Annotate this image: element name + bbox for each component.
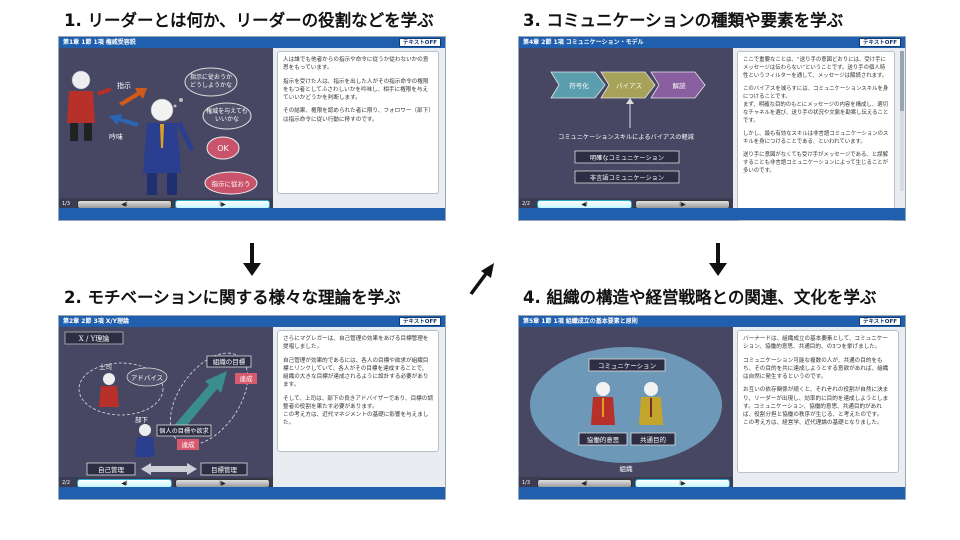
text-off-button[interactable]: テキストOFF [858, 38, 901, 47]
kyoutsuu-label: 共通目的 [640, 435, 667, 444]
xy-theory-illustration: X / Y理論 上司 アドバイス 組織の目標 達成 部下 個人の目標や欲求 達成 [64, 331, 257, 476]
slide-panel-leadership: 第1章 1節 1項 権威受容説 テキストOFF 指示 吟味 [58, 36, 446, 221]
slide-textbox: 人は誰でも他者からの指示や命令に従うか従わないかの意思をもっています。 指示を受… [277, 51, 439, 194]
joshi-label: 上司 [99, 362, 112, 371]
advice-label: アドバイス [131, 374, 163, 382]
slide-header [59, 316, 445, 327]
text-paragraph: 送り手に意図がなくても受け手がメッセージである、と誤解することも非言語コミュニケ… [743, 152, 889, 174]
slide-scene: コミュニケーション 協働的意思 共通目的 組織 [519, 327, 733, 488]
xy-theory-label: X / Y理論 [79, 334, 109, 343]
bubble-will-follow: 指示に従おう [212, 179, 251, 188]
slide-textbox: バーナードは、組織成立の基本要素として、コミュニケーション、協働的意思、共通目的… [737, 330, 899, 473]
slide-textbox: さらにマグレガーは、自己管理の効果をあげる目標管理を提唱しました。 自己管理が効… [277, 330, 439, 452]
comm-label: コミュニケーション [598, 362, 656, 370]
bubble-follow-or-not: 指示に従おうかどうしようかな [190, 73, 232, 89]
mokuhyo-kanri-label: 目標管理 [211, 465, 238, 474]
text-paragraph: 人は誰でも他者からの指示や命令に従うか従わないかの意思をもっています。 [283, 57, 429, 72]
slide-footer [59, 487, 445, 499]
slide-title: 第5章 1節 1項 組織成立の基本要素と原則 [523, 318, 638, 325]
bubble-grant-authority: 権威を与えてもいいかな [206, 107, 247, 123]
text-paragraph: 指示を受けた人は、指示を出した人がその指示命令の権限をもつ者としてふさわしいかを… [283, 78, 429, 102]
text-paragraph: しかし、最も有効なスキルは非言語コミュニケーションのスキルを身につけることである… [743, 131, 889, 145]
page-indicator: 2/2 [62, 480, 71, 486]
text-paragraph: ここで重要なことは、“送り手の意図どおりには、受け手にメッセージは伝わらない”と… [743, 57, 888, 79]
slide-footer [519, 208, 905, 220]
slide-scene: X / Y理論 上司 アドバイス 組織の目標 達成 部下 個人の目標や欲求 達成 [59, 327, 273, 488]
arrow-down-icon [709, 243, 727, 276]
slide-title: 第4章 2節 1項 コミュニケーション・モデル [523, 39, 644, 46]
text-off-button[interactable]: テキストOFF [858, 317, 901, 326]
communication-model-illustration: 符号化 バイアス 解読 コミュニケーションスキルによるバイアスの軽減 明確なコミ… [550, 71, 706, 184]
organization-illustration: コミュニケーション 協働的意思 共通目的 組織 [530, 347, 722, 473]
jiko-kanri-label: 自己管理 [98, 465, 125, 474]
slide-panel-communication: 第4章 2節 1項 コミュニケーション・モデル テキストOFF 符号化 バイアス… [518, 36, 906, 221]
page-indicator: 1/3 [62, 201, 71, 207]
slide-title: 第1章 1節 1項 権威受容説 [63, 39, 136, 46]
tassei-label: 達成 [182, 440, 196, 449]
kojin-goal-label: 個人の目標や欲求 [159, 427, 209, 435]
page-indicator: 2/2 [522, 201, 531, 207]
soshiki-label: 組織 [620, 464, 634, 473]
page-indicator: 1/3 [522, 480, 531, 486]
buka-label: 部下 [135, 415, 149, 424]
text-paragraph: お互いの依存関係が続くと、それぞれの役割が自然に決まり、リーダーが出現し、効率的… [743, 387, 889, 427]
ginmi-label: 吟味 [109, 132, 123, 141]
slide-header [519, 316, 905, 327]
bias-reduction-label: コミュニケーションスキルによるバイアスの軽減 [558, 133, 695, 141]
bias-label: バイアス [616, 82, 642, 90]
text-paragraph: さらにマグレガーは、自己管理の効果をあげる目標管理を提唱しました。 [283, 336, 429, 351]
slide-footer [59, 208, 445, 220]
kaidoku-label: 解読 [673, 81, 687, 90]
slide-panel-organization: 第5章 1節 1項 組織成立の基本要素と原則 テキストOFF コミュニケーション… [518, 315, 906, 500]
slide-textbox: ここで重要なことは、“送り手の意図どおりには、受け手にメッセージは伝わらない”と… [737, 51, 895, 221]
meikaku-comm-label: 明確なコミュニケーション [590, 154, 664, 162]
heading-leadership: 1. リーダーとは何か、リーダーの役割などを学ぶ [64, 11, 434, 30]
scrollbar-thumb[interactable] [900, 51, 904, 111]
fugouka-label: 符号化 [569, 81, 589, 90]
slide-footer [519, 487, 905, 499]
arrow-down-icon [243, 243, 261, 276]
text-paragraph: バーナードは、組織成立の基本要素として、コミュニケーション、協働的意思、共通目的… [743, 336, 888, 351]
text-paragraph: コミュニケーション可能な複数の人が、共通の目的をもち、その目的を共に達成しようと… [743, 357, 889, 381]
shiji-label: 指示 [117, 81, 131, 90]
text-paragraph: このバイアスを減らすには、コミュニケーションスキルを身につけることです。 まず、… [743, 86, 889, 124]
leadership-illustration: 指示 吟味 指示に従おうかどうしようかな 権威を与えてもいいかな OK [67, 67, 258, 195]
slide-scene: 指示 吟味 指示に従おうかどうしようかな 権威を与えてもいいかな OK [59, 48, 273, 209]
text-off-button[interactable]: テキストOFF [398, 317, 441, 326]
slide-panel-motivation: 第2章 2節 3項 X/Y理論 テキストOFF X / Y理論 上司 アドバイス… [58, 315, 446, 500]
slide-title: 第2章 2節 3項 X/Y理論 [63, 318, 129, 325]
kyoudou-label: 協働的意思 [587, 435, 620, 444]
text-paragraph: その結果、権限を認められた者に限り、フォロワー（部下）は指示命令に従い行動に移す… [283, 108, 432, 123]
heading-communication: 3. コミュニケーションの種類や要素を学ぶ [523, 11, 844, 30]
soshiki-goal-label: 組織の目標 [213, 357, 246, 366]
arrow-up-right-icon [469, 263, 494, 296]
higengo-comm-label: 非言語コミュニケーション [590, 174, 664, 182]
slide-scene: 符号化 バイアス 解読 コミュニケーションスキルによるバイアスの軽減 明確なコミ… [519, 48, 733, 209]
tassei-label: 達成 [240, 374, 254, 383]
slide-header [59, 37, 445, 48]
heading-motivation: 2. モチベーションに関する様々な理論を学ぶ [64, 288, 401, 307]
bubble-ok: OK [217, 144, 229, 153]
text-scrollbar[interactable] [900, 51, 904, 191]
heading-organization: 4. 組織の構造や経営戦略との関連、文化を学ぶ [523, 288, 877, 307]
slide-header [519, 37, 905, 48]
text-paragraph: そして、上司は、部下の良きアドバイザーであり、目標の調整者の役割を果たす必要があ… [283, 395, 433, 427]
text-paragraph: 自己管理が効果的であるには、各人の目標や欲求が組織目標とリンクしていて、各人がそ… [283, 357, 429, 389]
text-off-button[interactable]: テキストOFF [398, 38, 441, 47]
